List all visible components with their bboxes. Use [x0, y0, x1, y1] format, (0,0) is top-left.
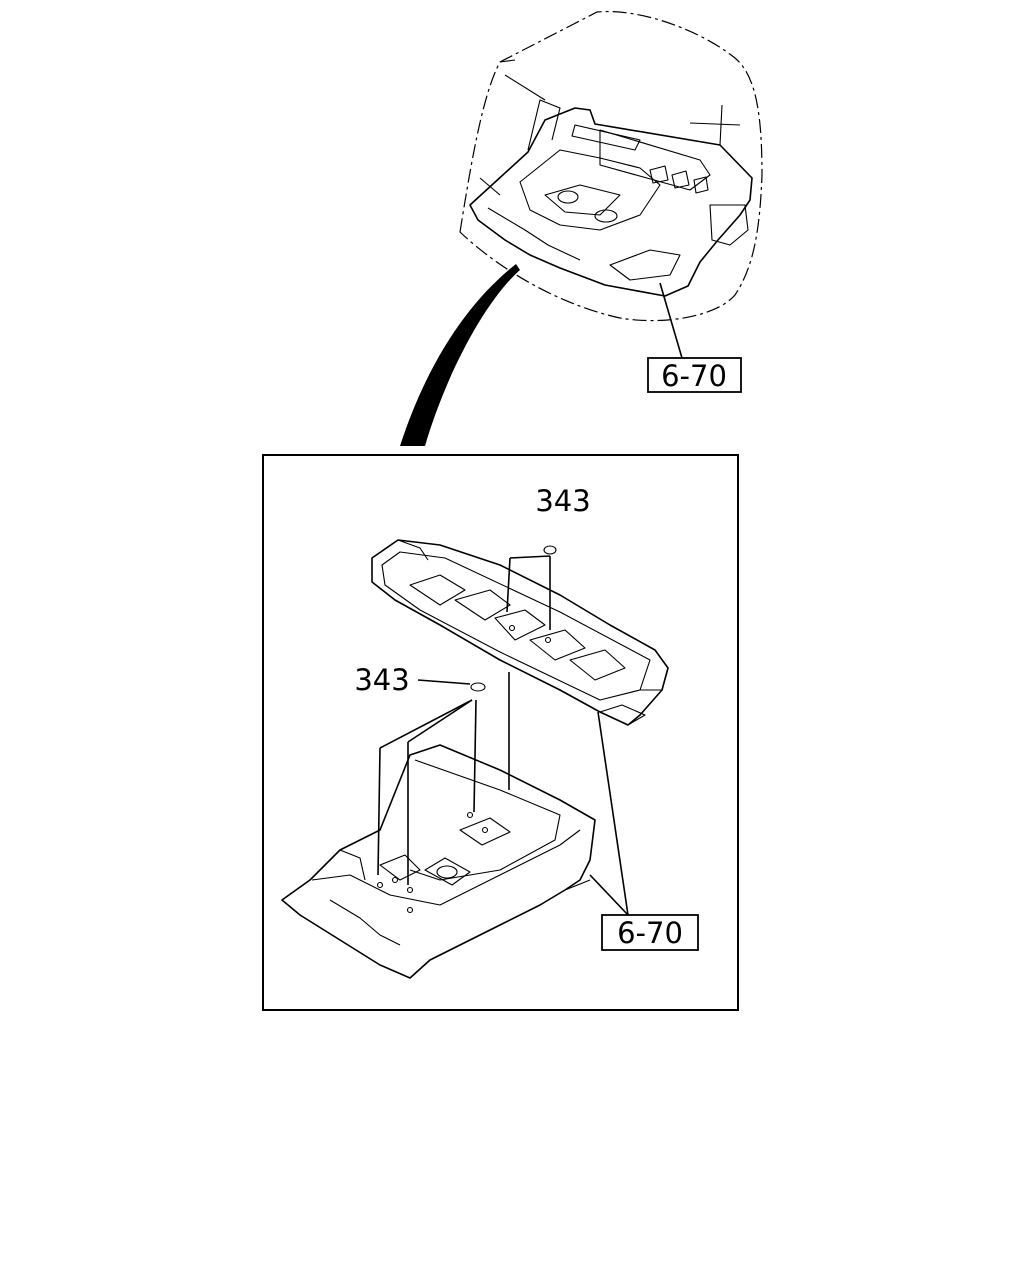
front-floor-panel — [281, 744, 596, 979]
ref-label-top: 6-70 — [661, 359, 727, 393]
ref-callout-top: 6-70 — [647, 357, 742, 393]
part-343-lower: 343 — [354, 663, 486, 885]
ref-callout-bottom: 6-70 — [589, 711, 699, 951]
vehicle-overview — [459, 10, 763, 359]
detail-pointer-arrow — [400, 264, 520, 446]
detail-frame — [262, 454, 739, 1011]
rear-floor-panel — [371, 539, 669, 726]
part-343-upper: 343 — [506, 484, 591, 630]
part-number-343-upper: 343 — [535, 484, 590, 518]
ref-label-bottom: 6-70 — [617, 916, 683, 950]
part-number-343-lower: 343 — [354, 663, 409, 697]
